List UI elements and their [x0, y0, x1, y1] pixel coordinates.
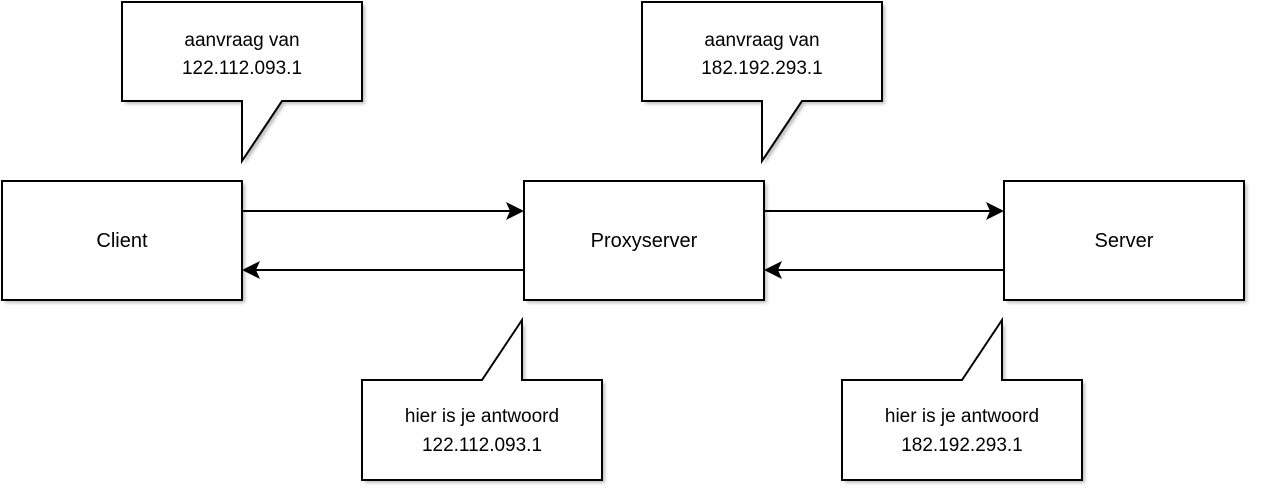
callout-client-request-line1: aanvraag van [184, 30, 299, 51]
arrow-client-to-proxy [242, 202, 524, 220]
node-proxyserver: Proxyserver [523, 180, 767, 303]
arrow-proxy-to-client [242, 261, 524, 279]
arrow-server-to-proxy [764, 261, 1004, 279]
callout-client-request-line2: 122.112.093.1 [182, 58, 302, 79]
callout-proxy-request: aanvraag van 182.192.293.1 [641, 1, 885, 165]
arrow-proxy-to-server [764, 202, 1004, 220]
callout-proxy-response: hier is je antwoord 122.112.093.1 [361, 316, 605, 483]
node-client-label: Client [96, 230, 148, 252]
callout-server-response-line1: hier is je antwoord [885, 406, 1039, 427]
callout-client-request: aanvraag van 122.112.093.1 [121, 1, 365, 165]
callout-proxy-request-line1: aanvraag van [704, 30, 819, 51]
callout-server-response: hier is je antwoord 182.192.293.1 [841, 316, 1085, 483]
node-proxyserver-label: Proxyserver [591, 230, 698, 252]
node-client: Client [1, 180, 245, 303]
callout-server-response-line2: 182.192.293.1 [901, 435, 1023, 456]
node-server-label: Server [1095, 230, 1154, 252]
node-server: Server [1003, 180, 1247, 303]
callout-proxy-request-line2: 182.192.293.1 [701, 58, 823, 79]
callout-proxy-response-line1: hier is je antwoord [405, 406, 559, 427]
callout-proxy-response-line2: 122.112.093.1 [422, 435, 542, 456]
